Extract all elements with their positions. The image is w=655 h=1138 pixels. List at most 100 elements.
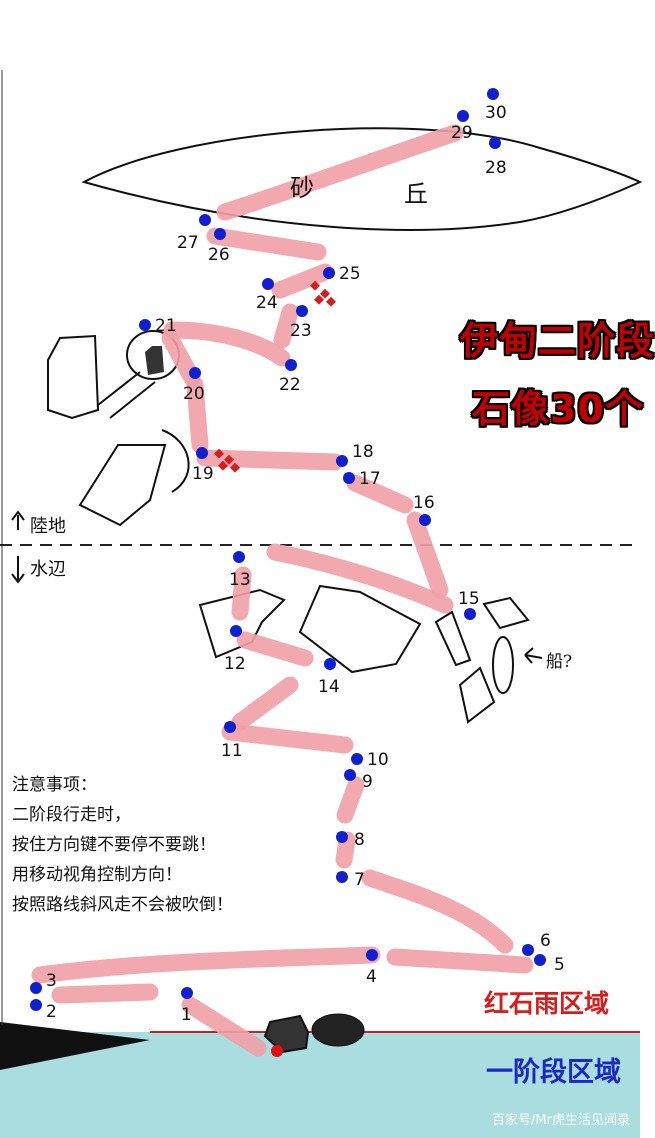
sketch-objects xyxy=(11,330,543,724)
stone-marker-dot xyxy=(522,944,534,956)
stone-marker-number: 12 xyxy=(224,654,246,674)
stone-marker-number: 20 xyxy=(183,384,205,404)
stone-marker-dot xyxy=(464,608,476,620)
route-segment xyxy=(221,723,354,754)
stone-marker-number: 28 xyxy=(485,158,507,178)
stone-marker-number: 3 xyxy=(46,971,57,991)
route-segment xyxy=(161,329,201,387)
route-segment xyxy=(186,376,209,454)
stone-marker-dot xyxy=(199,214,211,226)
stone-marker-number: 2 xyxy=(46,1002,57,1022)
stone-marker-number: 24 xyxy=(256,293,278,313)
stone-marker-dot xyxy=(30,999,42,1011)
stone-marker-dot xyxy=(189,367,201,379)
note-heading: 注意事项： xyxy=(12,775,97,795)
stone-marker-dot xyxy=(296,305,308,317)
credit-watermark: 百家号/Mr虎生活见闻录 xyxy=(492,1113,630,1128)
rock-left xyxy=(198,588,286,659)
red-stone-marks xyxy=(214,280,336,473)
rock-mid xyxy=(298,584,422,674)
stone-marker-dot xyxy=(336,831,348,843)
note-line-1: 二阶段行走时， xyxy=(12,805,131,825)
stone-marker-number: 11 xyxy=(221,741,243,761)
boat-piece-1 xyxy=(434,610,472,667)
water-label: 水辺 xyxy=(30,559,66,580)
stone-marker-number: 22 xyxy=(279,375,301,395)
stone-marker-number: 6 xyxy=(540,931,551,951)
boat-piece-3 xyxy=(458,666,496,724)
stone-marker-dot xyxy=(285,359,297,371)
stone-marker-dot xyxy=(139,319,151,331)
route-segment xyxy=(231,566,252,621)
stone-marker-number: 16 xyxy=(413,493,435,513)
start-point xyxy=(271,1045,283,1057)
route-segment xyxy=(273,303,299,349)
stone-marker-dot xyxy=(224,721,236,733)
stone-marker-number: 13 xyxy=(229,570,251,590)
route-path xyxy=(31,124,534,1057)
upper-pillar xyxy=(47,334,100,420)
stone-marker-number: 27 xyxy=(177,233,199,253)
stone-marker-number: 15 xyxy=(458,589,480,609)
stone-marker-number: 1 xyxy=(181,1005,192,1025)
stone-marker-dot xyxy=(196,447,208,459)
stone-marker-number: 19 xyxy=(192,464,214,484)
stone-marker-dot xyxy=(181,987,193,999)
route-segment xyxy=(346,474,414,514)
stone-marker-number: 30 xyxy=(485,103,507,123)
stone-marker-dot xyxy=(323,267,335,279)
stone-marker-number: 17 xyxy=(359,469,381,489)
route-segment xyxy=(181,996,267,1057)
boat-piece-2 xyxy=(482,596,530,630)
route-segment xyxy=(51,983,159,1004)
route-segment xyxy=(335,831,356,869)
route-segment xyxy=(336,776,365,824)
stone-marker-dot xyxy=(336,455,348,467)
stone-marker-number: 8 xyxy=(354,830,365,850)
stone-marker-number: 26 xyxy=(208,245,230,265)
route-segment xyxy=(206,227,327,261)
land-arrow xyxy=(11,510,25,530)
note-line-4: 按照路线斜风走不会被吹倒！ xyxy=(12,895,233,915)
stone-marker-dot xyxy=(419,514,431,526)
stone-marker-dot xyxy=(489,137,501,149)
route-segment xyxy=(386,948,534,974)
boat-arrow xyxy=(524,647,543,664)
stone-marker-dot xyxy=(30,982,42,994)
stone-marker-dot xyxy=(487,88,499,100)
lower-circle-arc xyxy=(161,429,190,493)
stone-marker-number: 7 xyxy=(354,870,365,890)
dune-label-a: 砂 xyxy=(290,174,314,202)
route-segment xyxy=(163,321,291,367)
stone-marker-number: 4 xyxy=(366,967,377,987)
pillar-pointer xyxy=(97,371,156,419)
dark-rock xyxy=(0,1022,150,1070)
route-segment xyxy=(216,124,464,221)
pillar-inner-icon xyxy=(145,346,164,375)
route-segment xyxy=(266,543,454,614)
stone-marker-dot xyxy=(351,753,363,765)
stone-marker-number: 21 xyxy=(155,316,177,336)
stone-count-title: 石像30个 xyxy=(472,387,644,431)
stone-marker-dot xyxy=(214,228,226,240)
boat-label: 船? xyxy=(546,652,572,672)
boat-piece-4 xyxy=(492,636,514,694)
red-stone-rain-zone-label: 红石雨区域 xyxy=(484,989,610,1018)
note-line-3: 用移动视角控制方向！ xyxy=(12,865,182,885)
dust-icon xyxy=(311,1013,365,1047)
route-segment xyxy=(361,869,514,954)
stage1-zone-label: 一阶段区域 xyxy=(486,1057,621,1088)
stone-marker-number: 18 xyxy=(352,442,374,462)
route-segment xyxy=(231,676,299,731)
land-label: 陸地 xyxy=(30,516,66,537)
stone-marker-dot xyxy=(344,769,356,781)
lower-pillar xyxy=(78,444,167,527)
stone-marker-number: 23 xyxy=(290,321,312,341)
stone-marker-dot xyxy=(336,871,348,883)
stone-marker-number: 25 xyxy=(339,264,361,284)
stone-marker-number: 29 xyxy=(451,123,473,143)
stone-marker-dot xyxy=(457,110,469,122)
stone-marker-dot xyxy=(230,625,242,637)
stone-marker-dot xyxy=(534,954,546,966)
